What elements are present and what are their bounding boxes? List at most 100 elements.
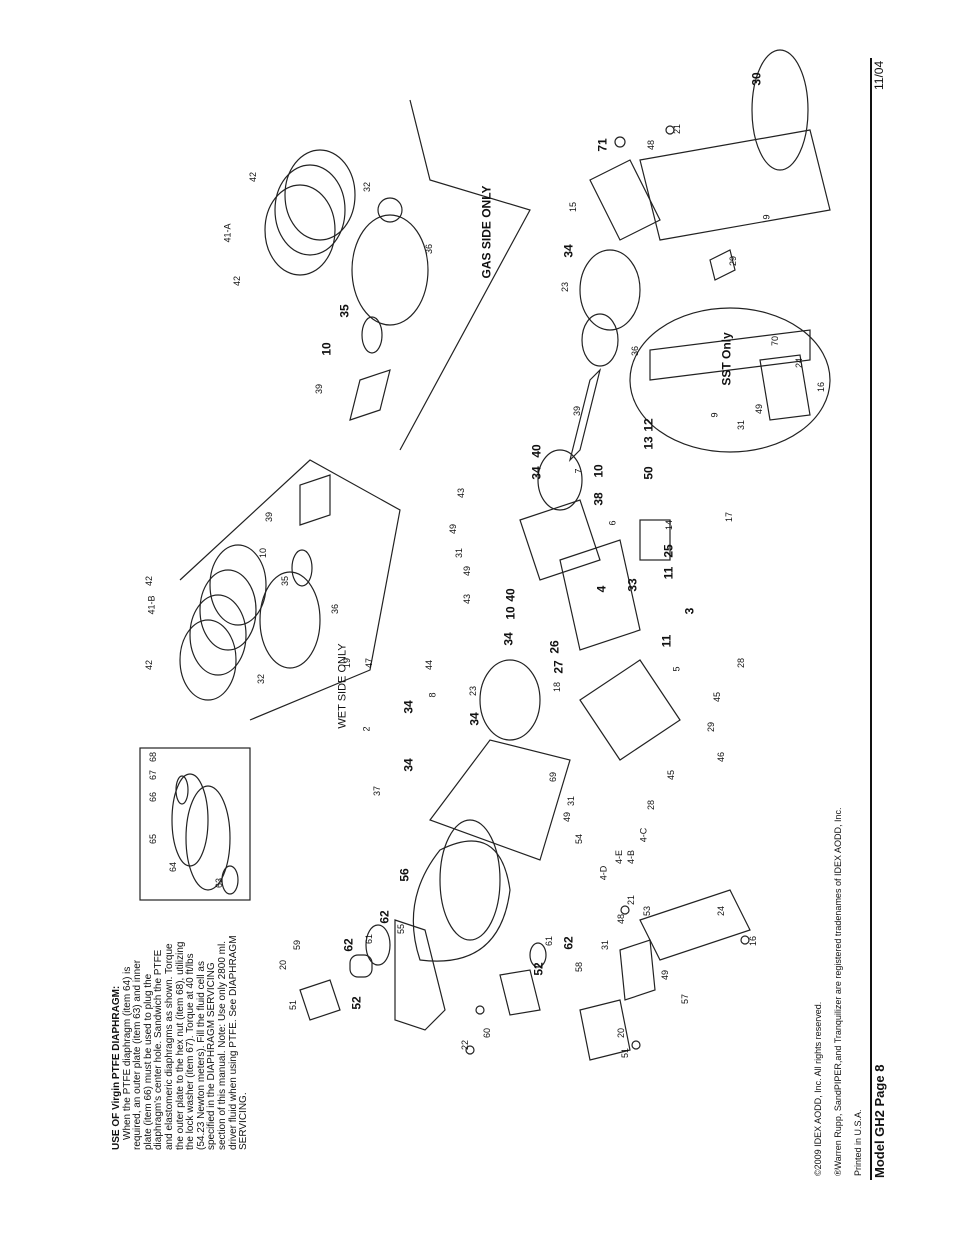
part-52b bbox=[529, 942, 547, 968]
callout: 40 bbox=[503, 588, 518, 602]
callout: 49 bbox=[448, 523, 459, 535]
callout: 26 bbox=[547, 640, 562, 654]
part-39-gas bbox=[349, 369, 391, 421]
fastener-21-gas bbox=[665, 125, 675, 135]
callout: 16 bbox=[816, 381, 827, 393]
callout: 53 bbox=[642, 905, 653, 917]
callout: 44 bbox=[424, 659, 435, 671]
callout: 18 bbox=[552, 681, 563, 693]
callout: 47 bbox=[364, 657, 375, 669]
callout: 31 bbox=[454, 547, 465, 559]
callout: 28 bbox=[646, 799, 657, 811]
fastener-16 bbox=[740, 935, 750, 945]
fastener-22 bbox=[465, 1045, 475, 1055]
callout: 60 bbox=[482, 1027, 493, 1039]
part-32-gas bbox=[377, 197, 403, 223]
callout: 20 bbox=[616, 1027, 627, 1039]
callout: 7 bbox=[573, 468, 584, 474]
callout: 49 bbox=[562, 811, 573, 823]
callout: 48 bbox=[646, 139, 657, 151]
callout: 10 bbox=[591, 464, 606, 478]
callout: 64 bbox=[168, 861, 179, 873]
fastener-51 bbox=[631, 1040, 641, 1050]
callout: 43 bbox=[462, 593, 473, 605]
callout: 15 bbox=[568, 201, 579, 213]
callout: 36 bbox=[424, 243, 435, 255]
part-40 bbox=[537, 449, 583, 511]
part-23 bbox=[479, 659, 541, 741]
ptfe-inset-box bbox=[139, 747, 251, 901]
callout: 49 bbox=[660, 969, 671, 981]
callout: 4-C bbox=[638, 827, 649, 843]
callout: 37 bbox=[372, 785, 383, 797]
part-64 bbox=[185, 785, 231, 891]
callout: 36 bbox=[630, 345, 641, 357]
sub-41b-label: 41-B bbox=[146, 595, 157, 615]
callout: 68 bbox=[148, 751, 159, 763]
callout: 9 bbox=[709, 412, 720, 418]
part-56 bbox=[439, 819, 501, 941]
callout: 22 bbox=[460, 1039, 471, 1051]
callout: 32 bbox=[256, 673, 267, 685]
part-6 bbox=[519, 499, 601, 581]
callout: 23 bbox=[468, 685, 479, 697]
callout: 29 bbox=[706, 721, 717, 733]
part-4-valve bbox=[559, 539, 641, 651]
callout: 65 bbox=[148, 833, 159, 845]
callout: 3 bbox=[682, 607, 697, 615]
part-66 bbox=[175, 775, 189, 805]
callout: 10 bbox=[319, 342, 334, 356]
callout: 34 bbox=[467, 712, 482, 726]
ring-42b bbox=[189, 594, 247, 676]
callout: 13 bbox=[641, 436, 656, 450]
callout: 54 bbox=[574, 833, 585, 845]
callout: 4-B bbox=[626, 849, 637, 865]
fastener-71 bbox=[614, 136, 626, 148]
callout: 27 bbox=[551, 660, 566, 674]
part-10-gas bbox=[361, 316, 383, 354]
callout: 49 bbox=[462, 565, 473, 577]
callout: 24 bbox=[716, 905, 727, 917]
ring-42-gas-a bbox=[264, 184, 336, 276]
callout: 29 bbox=[728, 255, 739, 267]
callout: 31 bbox=[736, 419, 747, 431]
callout: 34 bbox=[561, 244, 576, 258]
callout: 36 bbox=[330, 603, 341, 615]
callout: 8 bbox=[427, 692, 438, 698]
callout: 42 bbox=[144, 659, 155, 671]
callout: 21 bbox=[672, 123, 683, 135]
part-65 bbox=[171, 773, 209, 867]
callout: 51 bbox=[288, 999, 299, 1011]
part-63 bbox=[221, 865, 239, 895]
wet-side-label: WET SIDE ONLY bbox=[336, 643, 349, 729]
callout: 34 bbox=[529, 466, 544, 480]
callout: 35 bbox=[337, 304, 352, 318]
sst-only-circle bbox=[629, 307, 831, 453]
ring-41a bbox=[274, 164, 346, 256]
callout: 67 bbox=[148, 769, 159, 781]
callout: 11 bbox=[661, 566, 676, 580]
ring-42-gas-b bbox=[284, 149, 356, 241]
callout: 16 bbox=[748, 935, 759, 947]
callout: 34 bbox=[401, 700, 416, 714]
callout: 25 bbox=[661, 544, 676, 558]
callout: 39 bbox=[264, 511, 275, 523]
callout: 71 bbox=[595, 138, 610, 152]
part-36-wet bbox=[259, 571, 321, 669]
part-29 bbox=[709, 249, 736, 281]
callout: 4 bbox=[594, 585, 609, 593]
part-36-gas-b bbox=[581, 313, 619, 367]
callout: 17 bbox=[724, 511, 735, 523]
fastener-21 bbox=[620, 905, 630, 915]
callout: 39 bbox=[572, 405, 583, 417]
callout: 42 bbox=[232, 275, 243, 287]
callout: 35 bbox=[280, 575, 291, 587]
ring-42a bbox=[179, 619, 237, 701]
callout: 10 bbox=[503, 606, 518, 620]
gas-separator bbox=[399, 99, 531, 451]
part-15 bbox=[589, 159, 661, 241]
callout: 34 bbox=[501, 632, 516, 646]
callout: 52 bbox=[349, 996, 364, 1010]
callout: 50 bbox=[641, 466, 656, 480]
callout: 32 bbox=[362, 181, 373, 193]
